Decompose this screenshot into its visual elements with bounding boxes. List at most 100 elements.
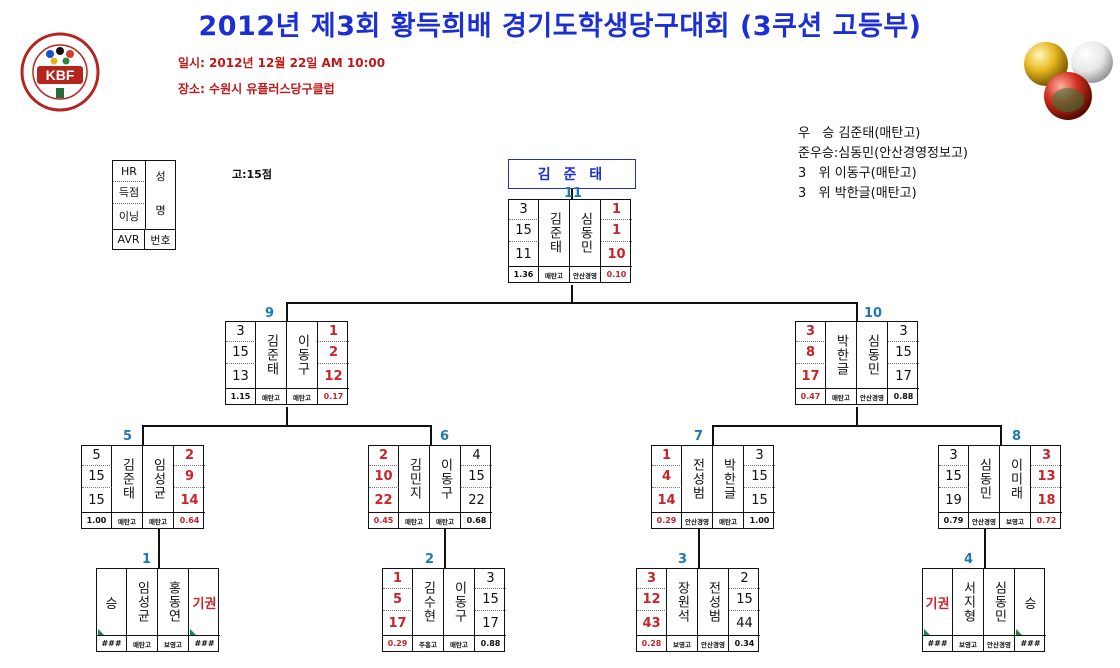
score-value: 8	[796, 342, 826, 364]
school-name: 안산경영	[698, 635, 729, 651]
score-value: 1	[601, 220, 632, 242]
legend-box: HR 득점 이닝 AVR 성 명 번호	[112, 160, 176, 250]
average-value: 0.34	[729, 635, 760, 651]
forfeit-label: 기권	[923, 569, 953, 635]
match-number: 3	[678, 552, 688, 567]
match-number: 7	[694, 429, 704, 444]
hr-value: 4	[461, 446, 492, 466]
school-name: 매탄고	[287, 388, 318, 404]
inning-value: 17	[796, 364, 826, 388]
player-name: 서지형	[953, 569, 984, 635]
hr-value: 3	[939, 446, 969, 466]
average-value: 0.68	[461, 512, 492, 528]
school-name: 매탄고	[127, 635, 158, 651]
inning-value: 22	[369, 488, 399, 512]
legend-score: 득점	[113, 181, 146, 204]
corner-marker-icon	[98, 629, 104, 635]
inning-value: 17	[895, 368, 912, 384]
player-name: 임성균	[127, 569, 158, 635]
score-value: 9	[174, 466, 205, 488]
win-label: 승	[1024, 596, 1037, 612]
inning-value: 12	[324, 368, 343, 384]
inning-value: 13	[226, 364, 256, 388]
school-name: 매탄고	[143, 512, 174, 528]
player-name: 박한글	[826, 322, 857, 388]
logo-text: KBF	[46, 67, 75, 83]
hr-value: 1	[318, 322, 349, 342]
match-number: 8	[1012, 429, 1022, 444]
average-value: 0.17	[318, 388, 349, 404]
school-name: 안산경영	[857, 388, 888, 404]
corner-marker-icon	[1016, 629, 1022, 635]
result-runner-up: 준우승:심동민(안산경영정보고)	[798, 146, 969, 161]
hr-value: 1	[383, 569, 413, 589]
score-value: 15	[82, 466, 112, 488]
win-label: 승	[97, 569, 127, 635]
score-value: 15	[475, 589, 506, 611]
match-number: 9	[265, 306, 275, 321]
score-note: 고:15점	[232, 168, 272, 181]
hr-value: 3	[475, 569, 506, 589]
hr-value: 2	[369, 446, 399, 466]
player-name: 김수현	[413, 569, 444, 635]
player-name: 심동민	[969, 446, 1000, 512]
legend-number: 번호	[146, 229, 175, 249]
school-name: 매탄고	[112, 512, 143, 528]
result-champion: 우 승 김준태(매탄고)	[798, 126, 921, 141]
match-number: 10	[864, 306, 883, 321]
school-name: 안산경영	[984, 635, 1015, 651]
player-name: 이동구	[444, 569, 475, 635]
player-name: 이동구	[430, 446, 461, 512]
inning-value: 11	[509, 242, 539, 266]
player-name: 김준태	[539, 200, 570, 266]
average-value: 0.45	[369, 512, 399, 528]
kbf-logo-icon: KBF	[20, 32, 100, 112]
hr-value: 1	[601, 200, 632, 220]
score-value: 15	[939, 466, 969, 488]
hr-value: 2	[174, 446, 205, 466]
average-value: 0.29	[652, 512, 682, 528]
player-name: 박한글	[713, 446, 744, 512]
average-value: 0.79	[939, 512, 969, 528]
average-value: ###	[1015, 635, 1046, 651]
average-value: 1.00	[744, 512, 775, 528]
average-value: 0.88	[475, 635, 506, 651]
player-name: 전성범	[682, 446, 713, 512]
match-number: 2	[425, 552, 435, 567]
average-value: ###	[189, 635, 220, 651]
school-name: 매탄고	[713, 512, 744, 528]
average-value: ###	[923, 635, 953, 651]
player-name: 심동민	[570, 200, 601, 266]
player-name: 홍동연	[158, 569, 189, 635]
page-title: 2012년 제3회 황득희배 경기도학생당구대회 (3쿠션 고등부)	[198, 11, 922, 42]
venue-line: 장소: 수원시 유플러스당구클럽	[178, 82, 335, 96]
hr-value: 1	[652, 446, 682, 466]
average-value: ###	[97, 635, 127, 651]
result-third-2: 3 위 박한글(매탄고)	[798, 186, 917, 201]
average-value: 1.00	[82, 512, 112, 528]
score-value: 10	[369, 466, 399, 488]
legend-name-2: 명	[155, 204, 166, 217]
player-name: 이미래	[1000, 446, 1031, 512]
hr-value: 3	[796, 322, 826, 342]
hr-value: 3	[744, 446, 775, 466]
school-name: 보영고	[158, 635, 189, 651]
school-name: 주흥고	[413, 635, 444, 651]
player-name: 임성균	[143, 446, 174, 512]
hr-value: 3	[637, 569, 667, 589]
billiard-balls-icon	[1024, 41, 1113, 120]
average-value: 1.15	[226, 388, 256, 404]
score-value: 15	[729, 589, 760, 611]
score-value: 2	[318, 342, 349, 364]
average-value: 0.47	[796, 388, 826, 404]
inning-value: 14	[652, 488, 682, 512]
player-name: 김민지	[399, 446, 430, 512]
player-name: 장원석	[667, 569, 698, 635]
inning-value: 15	[82, 488, 112, 512]
score-value: 15	[744, 466, 775, 488]
